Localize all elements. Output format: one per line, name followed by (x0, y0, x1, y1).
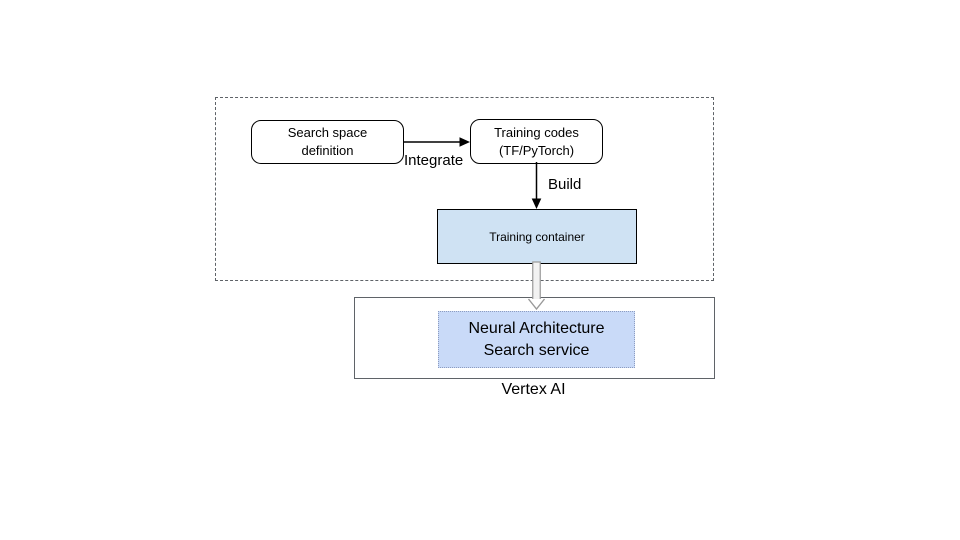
integrate-arrow-label: Integrate (404, 152, 464, 169)
nas-service-box: Neural Architecture Search service (438, 311, 635, 368)
search-space-definition-label-line2: definition (301, 143, 354, 158)
nas-service-label-line1: Neural Architecture (468, 319, 605, 337)
search-space-definition-label-line1: Search space (287, 125, 368, 140)
training-container-box: Training container (437, 209, 637, 264)
nas-service-label-line2: Search service (483, 341, 590, 359)
training-container-label: Training container (489, 229, 585, 244)
training-codes-label-line2: (TF/PyTorch) (498, 142, 575, 158)
vertex-ai-label: Vertex AI (501, 381, 566, 398)
search-space-definition-box: Search space definition (251, 120, 404, 164)
training-codes-box: Training codes (TF/PyTorch) (470, 119, 603, 164)
build-arrow-label: Build (548, 176, 582, 193)
training-codes-label-line1: Training codes (494, 124, 579, 140)
workflow-dashed-group (215, 97, 714, 281)
